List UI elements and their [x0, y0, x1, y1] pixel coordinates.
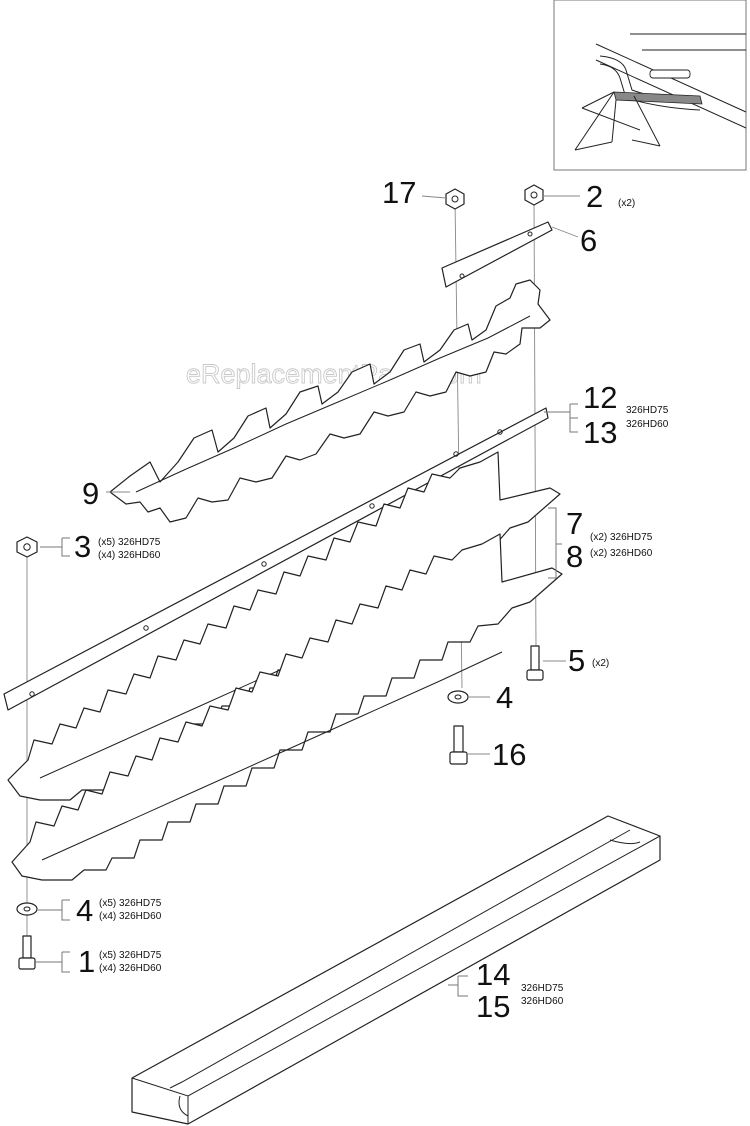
callout-3: 3 (x5) 326HD75 (x4) 326HD60: [74, 529, 161, 564]
svg-text:5: 5: [568, 643, 585, 678]
svg-text:(x2): (x2): [592, 658, 609, 669]
svg-text:(x4) 326HD60: (x4) 326HD60: [98, 550, 161, 561]
callout-4-lower: 4 (x5) 326HD75 (x4) 326HD60: [76, 893, 162, 928]
hex-nut-17: [445, 188, 465, 210]
callout-4-upper: 4: [496, 680, 513, 715]
svg-text:(x4) 326HD60: (x4) 326HD60: [99, 911, 162, 922]
bolt-16: [449, 725, 468, 765]
svg-text:8: 8: [566, 539, 583, 574]
callout-5: 5 (x2): [568, 643, 609, 678]
washer-4-upper: [447, 690, 469, 704]
svg-text:326HD60: 326HD60: [521, 996, 564, 1007]
svg-text:(x4) 326HD60: (x4) 326HD60: [99, 963, 162, 974]
guide-bar: [3, 407, 549, 711]
hex-nut-2: [524, 184, 544, 206]
callout-14: 14 326HD75: [476, 957, 564, 994]
svg-text:4: 4: [496, 680, 513, 715]
callout-6: 6: [580, 223, 597, 258]
bolt-1: [18, 935, 36, 970]
callout-17: 17: [382, 175, 416, 210]
svg-text:17: 17: [382, 175, 416, 210]
svg-text:4: 4: [76, 893, 93, 928]
callout-13: 13 326HD60: [583, 415, 669, 450]
svg-text:16: 16: [492, 737, 526, 772]
callout-9: 9: [82, 476, 99, 511]
blade-guard: [131, 815, 661, 1125]
inset-detail: [553, 0, 747, 171]
svg-text:326HD75: 326HD75: [521, 983, 564, 994]
svg-text:13: 13: [583, 415, 617, 450]
svg-text:326HD60: 326HD60: [626, 419, 669, 430]
svg-text:2: 2: [586, 179, 603, 214]
svg-text:12: 12: [583, 380, 617, 415]
svg-text:(x2) 326HD60: (x2) 326HD60: [590, 548, 653, 559]
callout-1: 1 (x5) 326HD75 (x4) 326HD60: [78, 944, 162, 979]
callout-7: 7 (x2) 326HD75: [566, 506, 653, 543]
svg-text:(x5) 326HD75: (x5) 326HD75: [98, 537, 161, 548]
svg-text:14: 14: [476, 957, 510, 992]
callout-2: 2 (x2): [586, 179, 635, 214]
hex-nut-3: [16, 536, 38, 558]
svg-text:(x2) 326HD75: (x2) 326HD75: [590, 532, 653, 543]
callout-16: 16: [492, 737, 526, 772]
svg-text:9: 9: [82, 476, 99, 511]
svg-text:7: 7: [566, 506, 583, 541]
svg-text:(x5) 326HD75: (x5) 326HD75: [99, 898, 162, 909]
svg-text:326HD75: 326HD75: [626, 405, 669, 416]
callout-15: 15 326HD60: [476, 989, 564, 1024]
svg-text:1: 1: [78, 944, 95, 979]
strap-plate: [441, 221, 553, 288]
washer-4-lower: [16, 902, 38, 916]
callout-12: 12 326HD75: [583, 380, 669, 416]
svg-text:6: 6: [580, 223, 597, 258]
svg-text:3: 3: [74, 529, 91, 564]
svg-text:(x5) 326HD75: (x5) 326HD75: [99, 950, 162, 961]
bolt-5: [526, 645, 544, 681]
toothed-blade-8: [11, 533, 563, 881]
svg-text:15: 15: [476, 989, 510, 1024]
serrated-blade-upper: [109, 279, 551, 523]
blade-upper-inner: [135, 315, 531, 493]
callout-8: 8 (x2) 326HD60: [566, 539, 653, 574]
leader-lines: [36, 195, 580, 997]
svg-text:(x2): (x2): [618, 198, 635, 209]
